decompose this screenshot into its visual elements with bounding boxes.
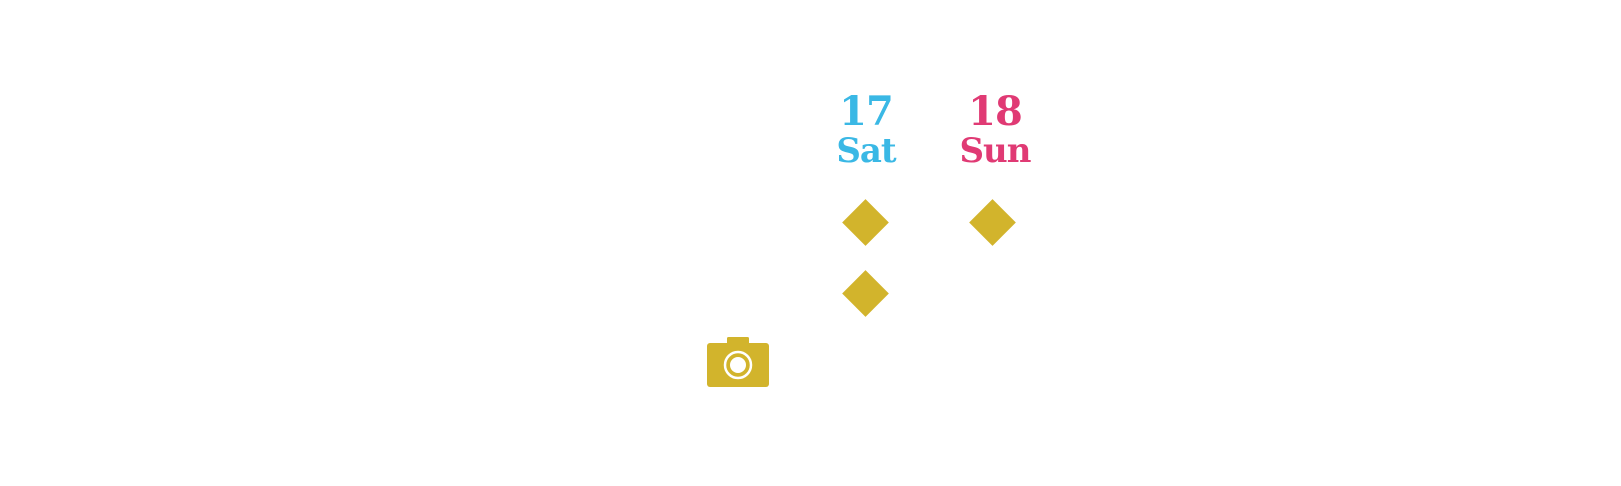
diamond-icon[interactable] [842, 199, 889, 246]
date-number: 18 [968, 88, 1023, 135]
weekday-label: Sat [836, 131, 896, 171]
diamond-icon[interactable] [969, 199, 1016, 246]
weekday-label: Sun [959, 131, 1032, 171]
diamond-icon[interactable] [842, 270, 889, 317]
day-header-saturday: 17 Sat [806, 88, 926, 171]
date-number: 17 [839, 88, 894, 135]
camera-icon[interactable] [707, 337, 769, 387]
day-header-sunday: 18 Sun [935, 88, 1055, 171]
